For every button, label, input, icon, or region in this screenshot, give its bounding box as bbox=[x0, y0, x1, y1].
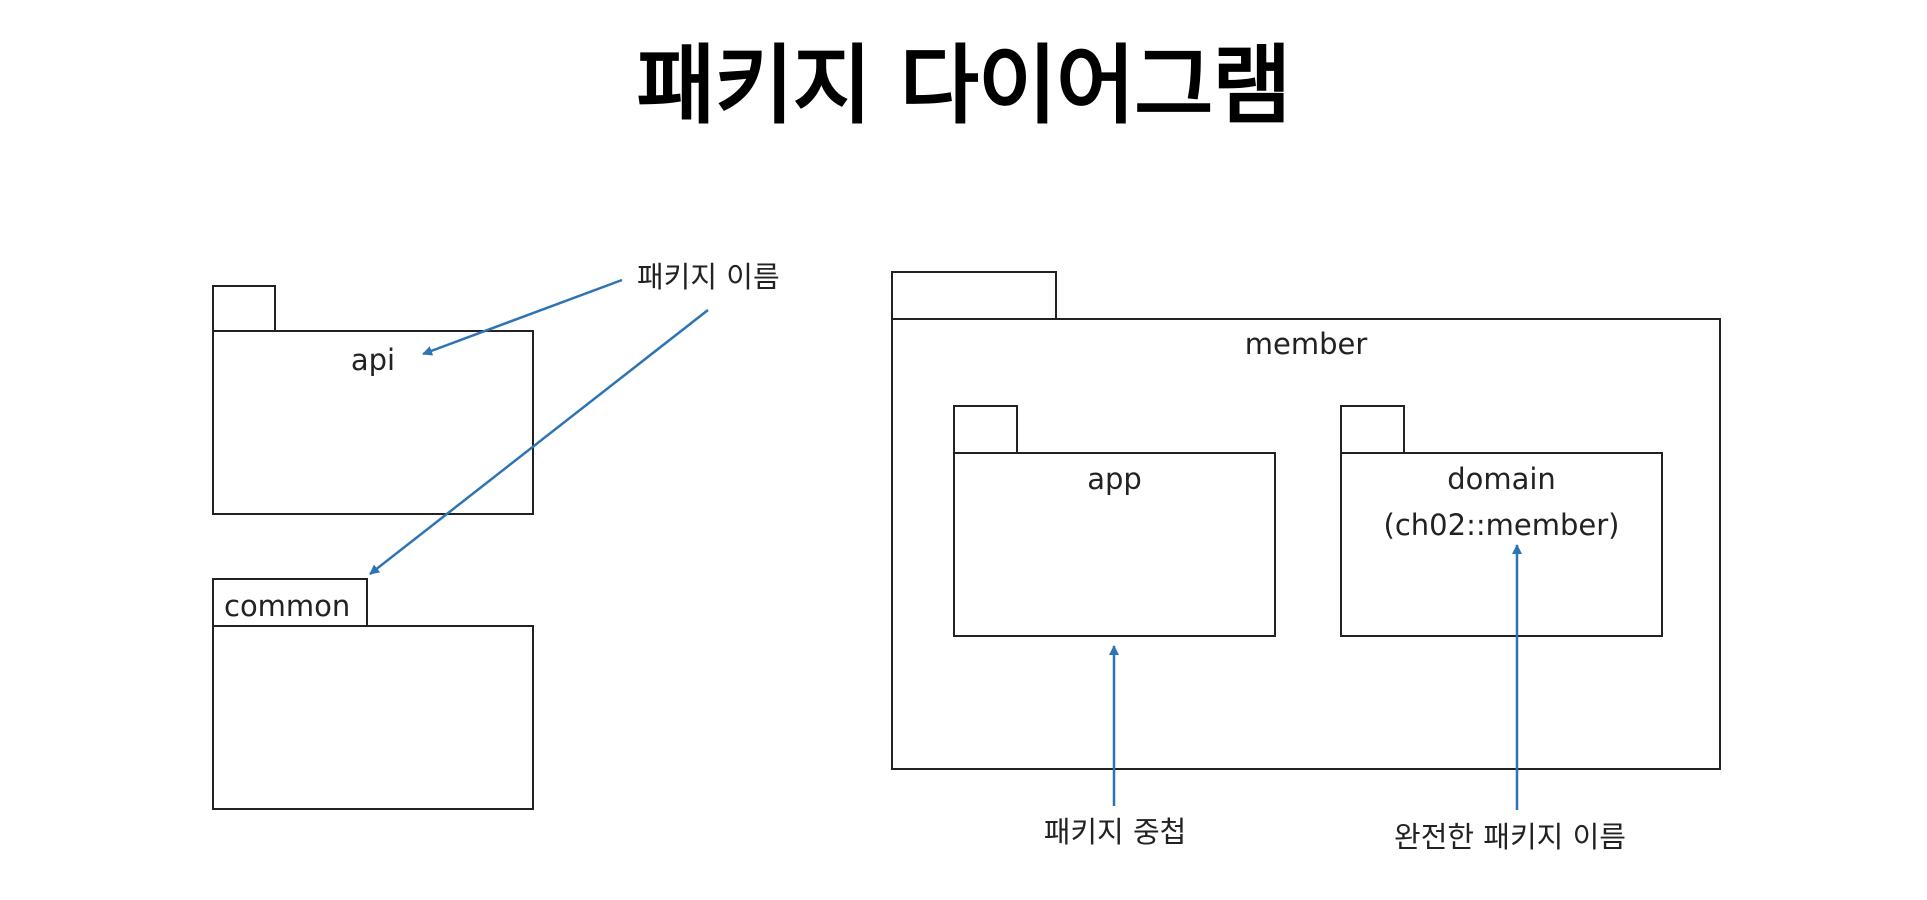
package-member-tab bbox=[891, 271, 1057, 320]
annotation-package-nesting: 패키지 중첩 bbox=[1043, 815, 1187, 849]
package-domain-qualified-label: (ch02::member) bbox=[1383, 508, 1620, 542]
package-api-tab bbox=[212, 285, 276, 332]
package-app-label: app bbox=[1087, 462, 1142, 496]
package-domain-body bbox=[1340, 452, 1663, 637]
package-app-body bbox=[953, 452, 1276, 637]
package-common-body bbox=[212, 625, 534, 810]
package-domain-tab bbox=[1340, 405, 1405, 454]
package-member-label: member bbox=[1244, 327, 1368, 361]
diagram-title: 패키지 다이어그램 bbox=[636, 36, 1292, 136]
annotation-fully-qualified-name: 완전한 패키지 이름 bbox=[1394, 820, 1626, 854]
package-common-label: common bbox=[224, 589, 351, 623]
annotation-package-name: 패키지 이름 bbox=[637, 260, 780, 294]
package-member-body bbox=[891, 318, 1721, 770]
package-app-tab bbox=[953, 405, 1018, 454]
package-domain-label: domain bbox=[1447, 462, 1556, 496]
package-api-label: api bbox=[350, 343, 396, 377]
